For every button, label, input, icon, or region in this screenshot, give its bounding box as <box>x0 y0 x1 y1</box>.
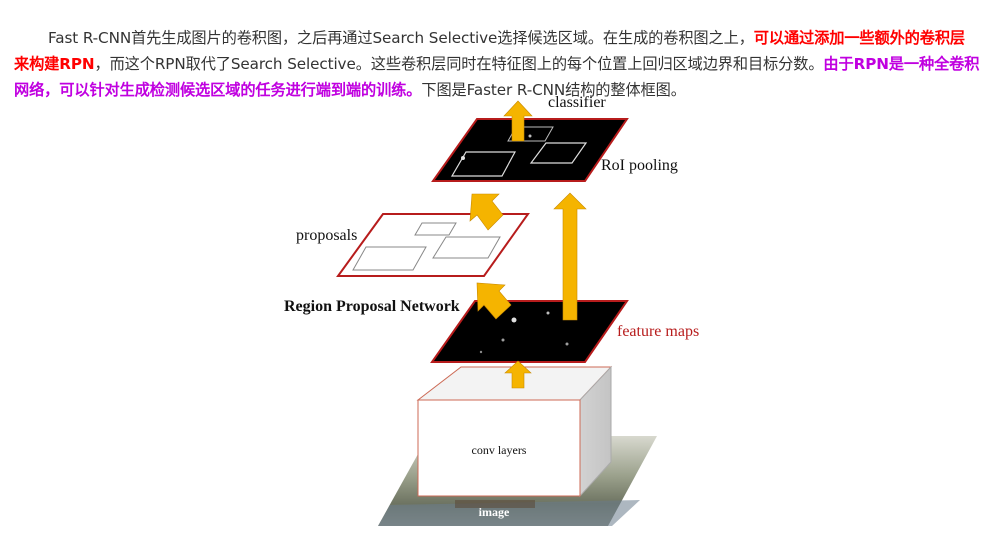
arrow-features-to-proposals <box>476 282 512 320</box>
intro-paragraph: Fast R-CNN首先生成图片的卷积图，之后再通过Search Selecti… <box>14 25 980 103</box>
conv-layers-box: conv layers <box>416 365 613 498</box>
paragraph-highlight-fcn: 由于RPN是一种全卷积网络，可以针对生成检测候选区域的任务进行端到端的训练。 <box>14 55 980 100</box>
roi-pooling-plane <box>431 118 629 182</box>
feature-maps-label: feature maps <box>617 323 699 340</box>
rpn-label: Region Proposal Network <box>284 298 460 315</box>
arrow-proposals-to-roi <box>469 193 504 231</box>
arrows <box>469 100 587 389</box>
paragraph-text-3: 下图是Faster R-CNN结构的整体框图。 <box>421 81 686 100</box>
paragraph-highlight-rpn: 可以通过添加一些额外的卷积层来构建RPN <box>14 29 966 74</box>
feature-maps-plane <box>430 300 629 363</box>
arrow-conv-to-features <box>504 360 532 389</box>
conv-layers-label: conv layers <box>472 443 527 457</box>
arrow-roi-to-classifier <box>503 100 533 142</box>
paragraph-text-2: ，而这个RPN取代了Search Selective。这些卷积层同时在特征图上的… <box>94 55 824 74</box>
proposals-plane <box>336 213 530 277</box>
arrow-features-to-roi <box>553 192 587 321</box>
proposals-label: proposals <box>296 227 357 244</box>
image-label: image <box>479 505 510 519</box>
paragraph-text-1: Fast R-CNN首先生成图片的卷积图，之后再通过Search Selecti… <box>48 29 754 48</box>
classifier-label: classifier <box>548 94 606 111</box>
roi-pooling-label: RoI pooling <box>601 157 678 174</box>
